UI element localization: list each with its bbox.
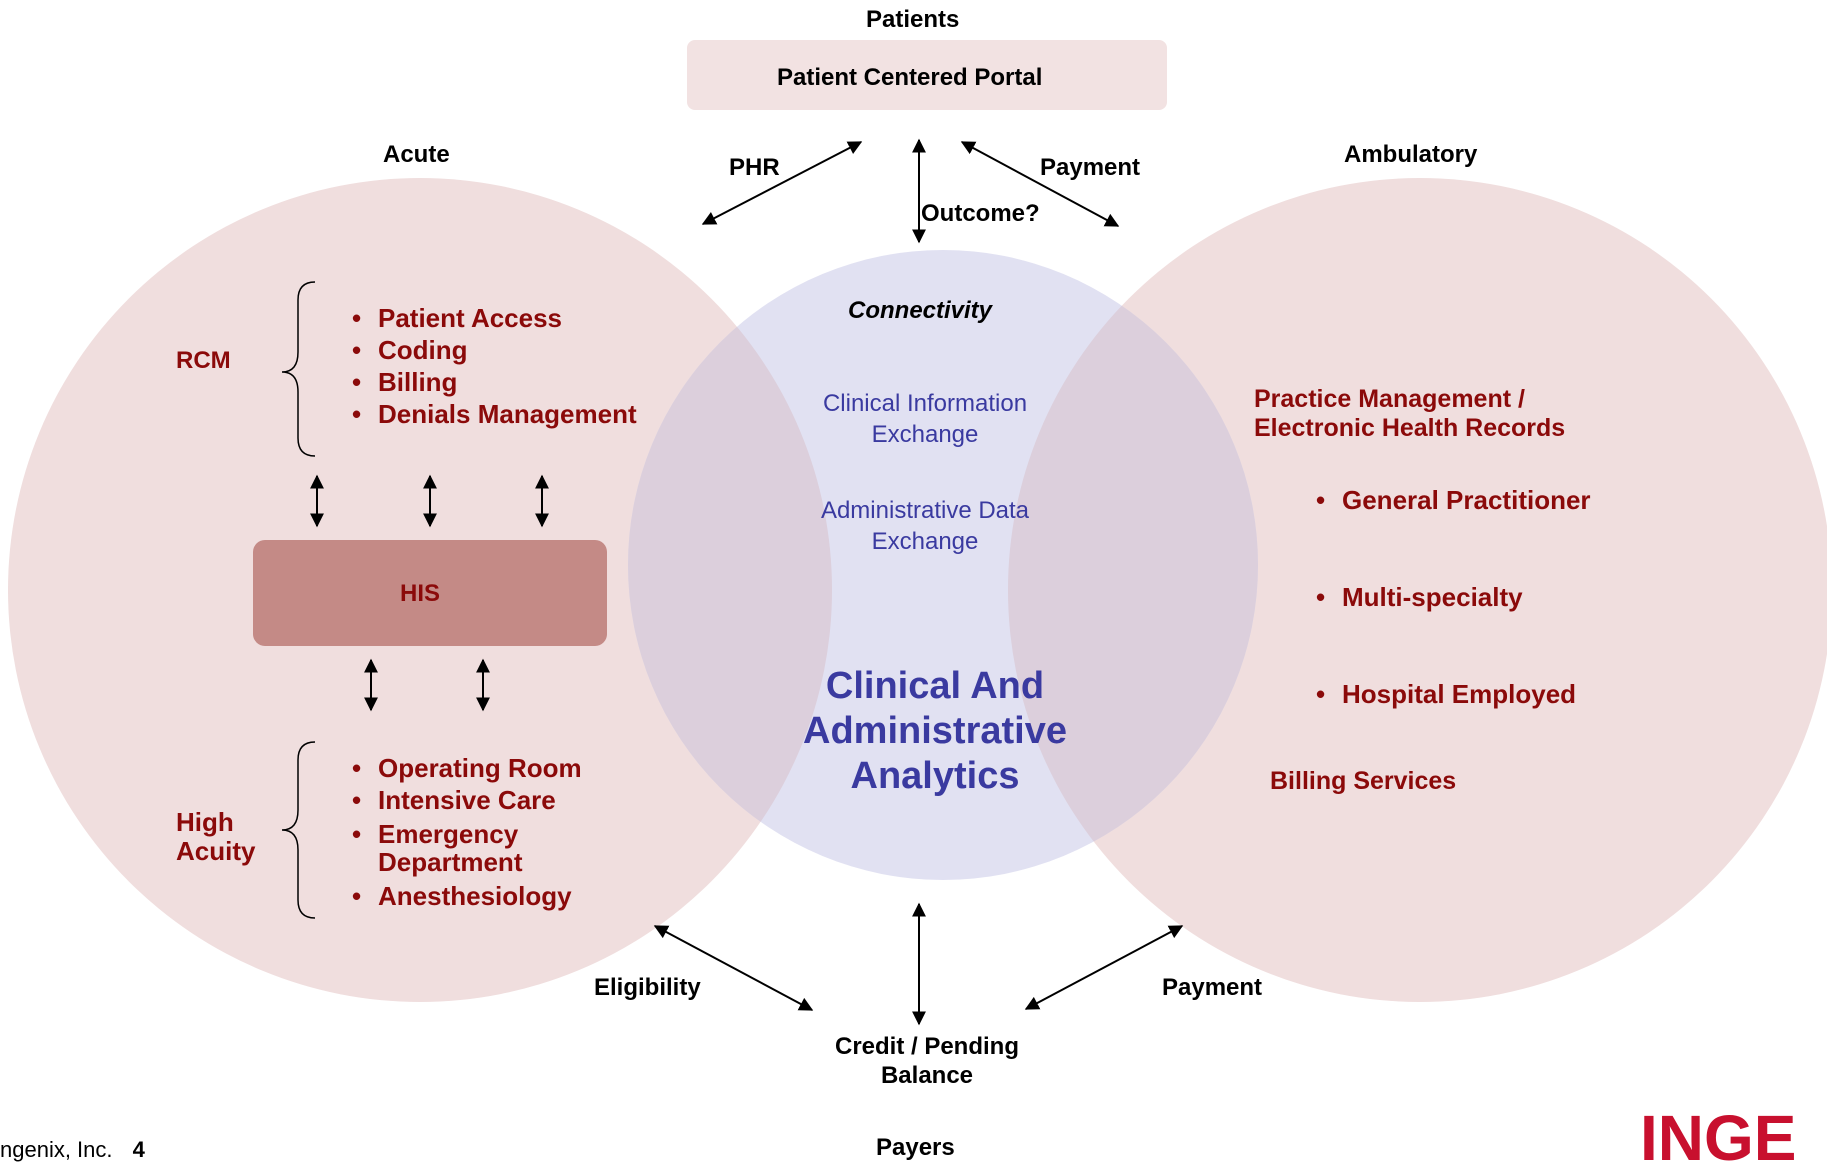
acute-title: Acute	[383, 141, 450, 168]
credit-line: Credit / Pending	[834, 1033, 1019, 1060]
phr-label: PHR	[729, 154, 780, 181]
rcm-item: Coding	[352, 334, 637, 366]
his-label: HIS	[400, 580, 441, 607]
right-overlap	[1008, 250, 1258, 880]
payment-bottom-arrow	[1024, 925, 1184, 1010]
logo: INGE	[1640, 1102, 1796, 1162]
eligibility-label: Eligibility	[594, 974, 701, 1001]
clinical-exchange-label: Clinical Information Exchange	[780, 388, 1070, 450]
eligibility-arrow	[653, 925, 814, 1011]
credit-label: Credit / Pending Balance	[800, 1032, 1054, 1090]
portal-label: Patient Centered Portal	[777, 64, 1043, 91]
high-acuity-item-line: Department	[378, 847, 523, 877]
payers-label: Payers	[876, 1134, 955, 1161]
ambulatory-list: General Practitioner Multi-specialty Hos…	[1316, 484, 1591, 710]
ambulatory-heading: Practice Management / Electronic Health …	[1254, 385, 1565, 443]
left-overlap	[628, 250, 832, 880]
ambulatory-heading-line: Practice Management /	[1254, 385, 1525, 413]
his-box	[253, 540, 607, 646]
rcm-item: Denials Management	[352, 398, 637, 430]
ambulatory-item: General Practitioner	[1316, 484, 1591, 516]
ambulatory-item: Hospital Employed	[1316, 678, 1591, 710]
billing-services-label: Billing Services	[1270, 767, 1457, 795]
copyright-name: ngenix, Inc.	[0, 1137, 113, 1162]
high-acuity-item-line: Emergency	[378, 819, 519, 849]
credit-line: Balance	[880, 1062, 974, 1089]
rcm-brace	[281, 281, 316, 457]
rcm-label: RCM	[176, 347, 231, 374]
high-acuity-list: Operating Room Intensive Care Emergency …	[352, 752, 582, 912]
high-acuity-line: Acuity	[176, 836, 256, 866]
clinical-exchange-line: Clinical Information	[822, 390, 1028, 417]
analytics-line: Clinical And	[825, 665, 1045, 707]
admin-exchange-label: Administrative Data Exchange	[780, 495, 1070, 557]
high-acuity-item: Anesthesiology	[352, 880, 582, 912]
rcm-item: Billing	[352, 366, 637, 398]
patients-label: Patients	[866, 6, 960, 33]
connectivity-label: Connectivity	[848, 297, 993, 324]
payment-top-arrow	[960, 141, 1120, 227]
high-acuity-brace	[281, 741, 316, 919]
outcome-label: Outcome?	[921, 200, 1040, 227]
page-number: 4	[132, 1137, 145, 1162]
copyright-text: ngenix, Inc. 4	[0, 1137, 145, 1163]
high-acuity-line: High	[176, 807, 234, 837]
high-acuity-item: Intensive Care	[352, 784, 582, 816]
clinical-exchange-line: Exchange	[871, 421, 979, 448]
analytics-title: Clinical And Administrative Analytics	[760, 664, 1110, 799]
phr-arrow	[701, 141, 863, 225]
analytics-line: Analytics	[850, 755, 1020, 797]
admin-exchange-line: Administrative Data	[820, 497, 1030, 524]
high-acuity-item: Operating Room	[352, 752, 582, 784]
payment-top-label: Payment	[1040, 154, 1141, 181]
portal-box	[687, 40, 1167, 110]
rcm-list: Patient Access Coding Billing Denials Ma…	[352, 302, 637, 430]
high-acuity-item: Emergency Department	[352, 820, 582, 876]
rcm-item: Patient Access	[352, 302, 637, 334]
ambulatory-item: Multi-specialty	[1316, 581, 1591, 613]
admin-exchange-line: Exchange	[871, 528, 979, 555]
ambulatory-heading-line: Electronic Health Records	[1254, 414, 1566, 442]
high-acuity-label: High Acuity	[176, 808, 255, 866]
ambulatory-title: Ambulatory	[1344, 141, 1478, 168]
analytics-line: Administrative	[803, 710, 1067, 752]
payment-bottom-label: Payment	[1162, 974, 1263, 1001]
